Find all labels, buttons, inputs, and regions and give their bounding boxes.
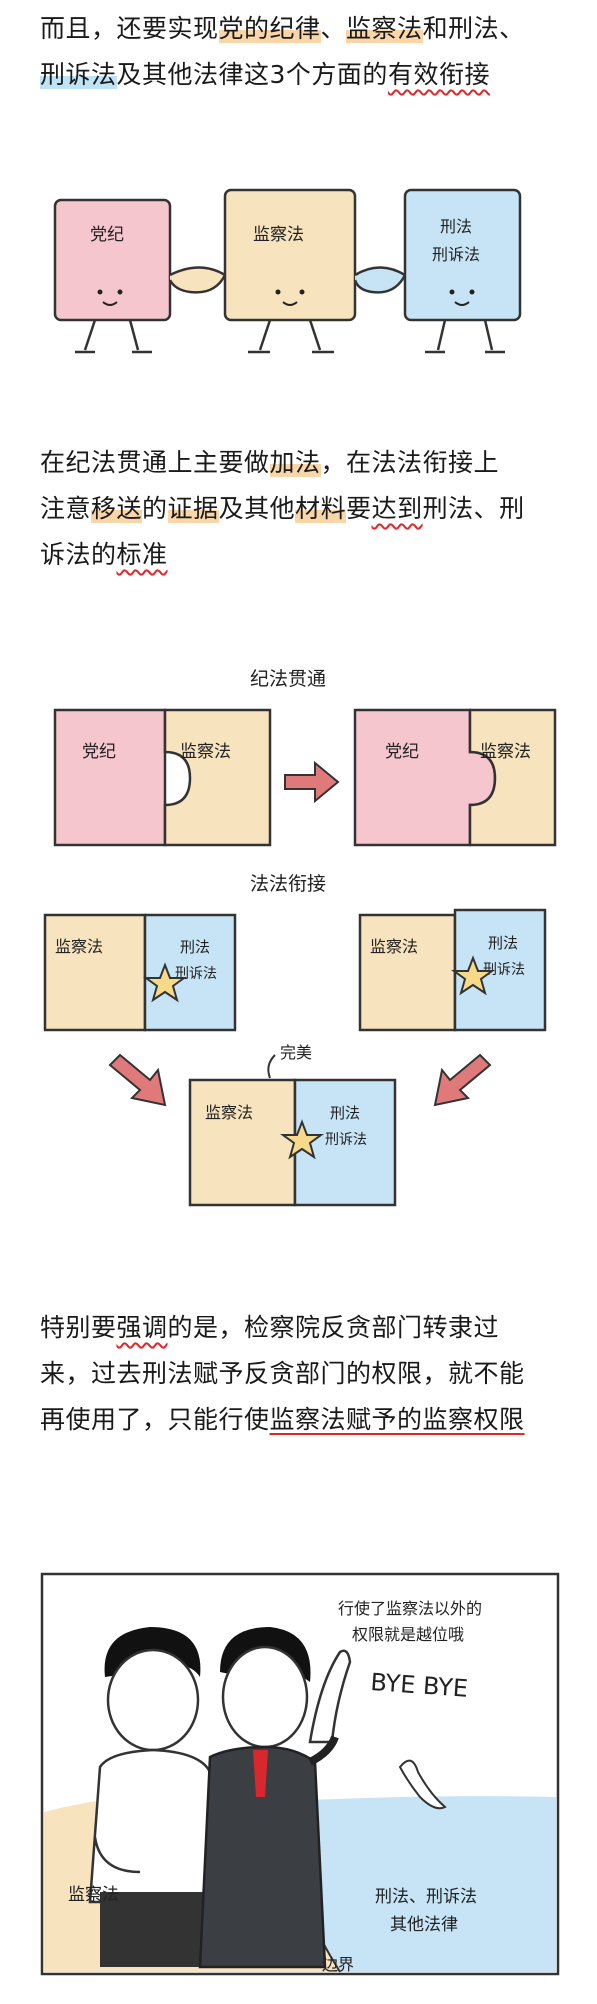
block-pair-left: 监察法 刑法 刑诉法 [43, 913, 237, 1032]
svg-text:刑法: 刑法 [180, 938, 210, 956]
land-label: 监察法 [68, 1885, 119, 1905]
discipline-law-title: 纪法贯通 [250, 668, 326, 690]
paragraph-2-line-3: 诉法的标准 [40, 540, 168, 569]
perfect-label: 完美 [280, 1043, 312, 1062]
block-pair-right: 监察法 刑法 刑诉法 [358, 908, 547, 1032]
sea-label-line-1: 刑法、刑诉法 [375, 1887, 477, 1907]
paragraph-2: 在纪法贯通上主要做加法，在法法衔接上 注意移送的证据及其他材料要达到刑法、刑 诉… [40, 440, 560, 578]
law-law-title: 法法衔接 [250, 873, 326, 895]
waving-hand [308, 1649, 352, 1744]
block-pair-joined: 监察法 刑法 刑诉法 [188, 1078, 397, 1207]
sea-hand-icon [398, 1759, 447, 1810]
puzzle-pair-joined: 党纪 监察法 [353, 708, 557, 847]
bye-bye-text: BYE BYE [370, 1668, 469, 1703]
supervision-law-character: 监察法 [223, 188, 357, 354]
criminal-law-character: 刑法 刑诉法 [403, 188, 522, 354]
star-icon [142, 962, 188, 1003]
arrow-down-left-icon [433, 1053, 492, 1107]
svg-text:党纪: 党纪 [385, 742, 419, 762]
paragraph-2-line-1: 在纪法贯通上主要做加法，在法法衔接上 [40, 448, 500, 477]
arrow-right-icon [284, 760, 340, 804]
paragraph-1-line-2: 刑诉法及其他法律这3个方面的有效衔接 [40, 60, 490, 89]
sea-label-line-2: 其他法律 [390, 1915, 458, 1935]
supervision-law-label: 监察法 [253, 225, 304, 245]
paragraph-3-line-1: 特别要强调的是，检察院反贪部门转隶过 [40, 1313, 500, 1342]
party-discipline-label: 党纪 [90, 225, 124, 245]
figure-1-handshake-illustration: 党纪 监察法 刑法 刑诉法 [53, 188, 522, 354]
star-icon [279, 1119, 325, 1160]
svg-text:监察法: 监察法 [480, 742, 531, 762]
paragraph-1-line-1: 而且，还要实现党的纪律、监察法和刑法、 [40, 14, 525, 43]
sea-area [270, 1796, 556, 1972]
svg-text:刑法: 刑法 [330, 1104, 360, 1122]
arrow-down-right-icon [108, 1053, 167, 1107]
speech-line-1: 行使了监察法以外的 [338, 1599, 482, 1618]
pointer-icon [267, 1054, 276, 1079]
svg-text:监察法: 监察法 [55, 937, 103, 956]
svg-text:监察法: 监察法 [205, 1103, 253, 1122]
criminal-procedure-law-label: 刑诉法 [432, 245, 480, 264]
border-label: 边界 [322, 1955, 354, 1974]
man-dark-suit [198, 1627, 352, 1969]
paragraph-3-line-2: 来，过去刑法赋予反贪部门的权限，就不能 [40, 1359, 525, 1388]
paragraph-3-line-3: 再使用了，只能行使监察法赋予的监察权限 [40, 1405, 525, 1434]
handshake-right [353, 266, 407, 294]
svg-text:刑诉法: 刑诉法 [483, 962, 525, 978]
figure-2-puzzle-illustration: 纪法贯通 党纪 监察法 党纪 监察法 法法衔接 监察法 刑法 刑诉法 监察法 刑… [43, 668, 557, 1207]
figure-3-boundary-comic: 行使了监察法以外的 权限就是越位哦 BYE BYE 监察法 刑法、刑诉法 其他法… [40, 1572, 560, 1976]
svg-text:党纪: 党纪 [82, 742, 116, 762]
paragraph-3: 特别要强调的是，检察院反贪部门转隶过 来，过去刑法赋予反贪部门的权限，就不能 再… [40, 1305, 560, 1443]
handshake-left [168, 266, 227, 294]
paragraph-1: 而且，还要实现党的纪律、监察法和刑法、 刑诉法及其他法律这3个方面的有效衔接 [40, 6, 560, 98]
star-icon [450, 955, 496, 996]
svg-text:监察法: 监察法 [370, 937, 418, 956]
svg-text:刑法: 刑法 [488, 934, 518, 952]
puzzle-pair-separated: 党纪 监察法 [53, 708, 272, 847]
speech-line-2: 权限就是越位哦 [352, 1625, 464, 1644]
criminal-law-label: 刑法 [440, 217, 472, 236]
party-discipline-character: 党纪 [53, 198, 172, 354]
man-white-shirt [88, 1627, 222, 1967]
svg-text:监察法: 监察法 [180, 742, 231, 762]
svg-text:刑诉法: 刑诉法 [325, 1132, 367, 1148]
paragraph-2-line-2: 注意移送的证据及其他材料要达到刑法、刑 [40, 494, 525, 523]
